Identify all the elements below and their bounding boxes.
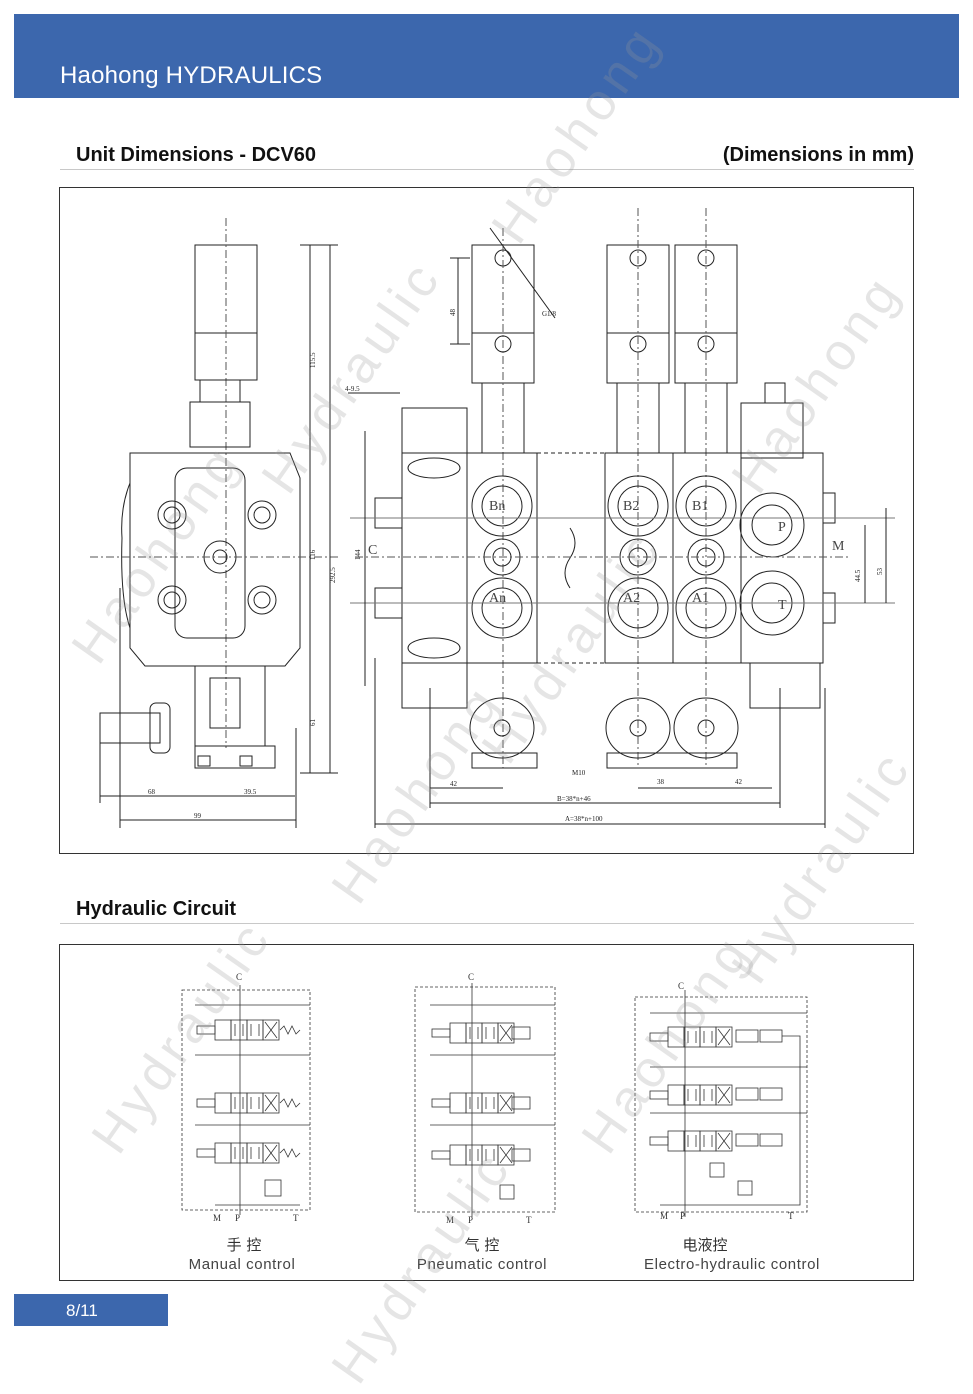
- circuit1-port-c: C: [236, 972, 242, 982]
- caption-manual-cn: 手 控: [226, 1236, 262, 1254]
- circuit2-port-m: M: [446, 1215, 454, 1225]
- circuit3-port-m: M: [660, 1211, 668, 1221]
- brand-title: Haohong HYDRAULICS: [60, 62, 323, 89]
- port-label-b2: B2: [623, 499, 639, 514]
- dimension-drawing-frame: 115.5 116 292.5 61 68 39.5 99 4-9.5 48 G…: [59, 187, 914, 854]
- dim-b-formula: B=38*n+46: [557, 795, 591, 803]
- caption-electro-en: Electro-hydraulic control: [644, 1256, 820, 1273]
- section-rule-2: [60, 923, 914, 924]
- caption-electro-cn: 电液控: [682, 1236, 728, 1254]
- dim-115-5: 115.5: [309, 352, 317, 368]
- dim-144: 144: [354, 549, 362, 560]
- dim-m10: M10: [572, 769, 586, 777]
- circuit1-port-m: M: [213, 1213, 221, 1223]
- dimensions-unit-note: (Dimensions in mm): [722, 144, 914, 166]
- page-number: 8/11: [66, 1301, 98, 1320]
- port-label-p: P: [778, 520, 786, 535]
- caption-pneumatic-en: Pneumatic control: [416, 1256, 548, 1273]
- circuit1-port-t: T: [293, 1213, 299, 1223]
- hydraulic-circuit-diagrams: C M P T C M P T C M P T: [181, 972, 808, 1225]
- circuit2-port-p: P: [468, 1215, 473, 1225]
- port-label-m: M: [832, 539, 845, 554]
- dim-42-a: 42: [450, 780, 458, 788]
- unit-dimensions-title: Unit Dimensions - DCV60: [76, 144, 317, 166]
- footer-page-bar: 8/11: [14, 1294, 168, 1326]
- dim-116: 116: [309, 549, 317, 560]
- circuit2-port-c: C: [468, 972, 474, 982]
- caption-pneumatic-cn: 气 控: [464, 1236, 500, 1254]
- circuit1-port-p: P: [235, 1213, 240, 1223]
- dim-a-formula: A=38*n+100: [565, 815, 603, 823]
- port-label-bn: Bn: [489, 499, 505, 514]
- circuit3-port-t: T: [788, 1211, 794, 1221]
- section-rule: [60, 169, 914, 170]
- dim-68: 68: [148, 788, 156, 796]
- circuit3-port-c: C: [678, 981, 684, 991]
- dim-61: 61: [309, 719, 317, 727]
- dimension-drawing: 115.5 116 292.5 61 68 39.5 99 4-9.5 48 G…: [90, 208, 895, 828]
- dim-g1-8: G1/8: [542, 310, 557, 318]
- dim-38: 38: [657, 778, 665, 786]
- port-label-a2: A2: [623, 591, 640, 606]
- dim-292-5: 292.5: [329, 567, 337, 583]
- port-label-c: C: [368, 543, 377, 558]
- circuit3-port-p: P: [680, 1211, 685, 1221]
- dim-48: 48: [449, 309, 457, 317]
- dim-4-9-5: 4-9.5: [345, 385, 360, 393]
- dim-42-b: 42: [735, 778, 743, 786]
- dim-39-5: 39.5: [244, 788, 257, 796]
- port-label-t: T: [778, 598, 787, 613]
- dim-44-5: 44.5: [854, 569, 862, 582]
- port-label-a1: A1: [692, 591, 709, 606]
- dim-53: 53: [876, 568, 884, 576]
- dim-99: 99: [194, 812, 202, 820]
- hydraulic-circuit-title: Hydraulic Circuit: [76, 898, 237, 920]
- caption-manual-en: Manual control: [188, 1256, 296, 1273]
- header-bar: Haohong HYDRAULICS: [14, 14, 959, 98]
- port-label-b1: B1: [692, 499, 708, 514]
- port-label-an: An: [489, 591, 506, 606]
- circuit2-port-t: T: [526, 1215, 532, 1225]
- hydraulic-circuit-frame: C M P T C M P T C M P T 手 控 Manual contr…: [59, 944, 914, 1281]
